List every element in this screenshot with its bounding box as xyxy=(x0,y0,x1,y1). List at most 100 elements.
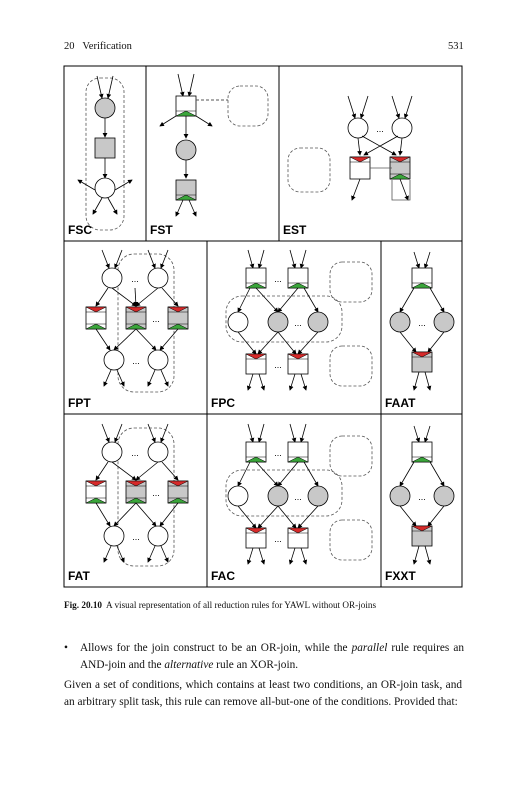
arc-arrow xyxy=(116,369,125,387)
rule-label-5: FAAT xyxy=(385,396,416,410)
bullet-emphasis-alternative: alternative xyxy=(164,659,214,671)
arc-arrow xyxy=(427,505,445,527)
arc-arrow xyxy=(429,461,445,487)
join-decorator xyxy=(411,525,433,532)
arc-arrow xyxy=(300,547,308,565)
arc-arrow xyxy=(101,423,110,443)
join-decorator xyxy=(85,480,107,487)
arc-arrow xyxy=(114,249,123,269)
join-decorator xyxy=(389,156,411,163)
condition-node xyxy=(147,441,169,463)
ellipsis-text: ... xyxy=(376,124,384,134)
arc-arrow xyxy=(257,505,279,529)
arc-arrow xyxy=(160,369,169,387)
dashed-region xyxy=(329,345,373,387)
condition-node xyxy=(389,485,411,507)
arc-arrow xyxy=(289,423,297,443)
bullet-text-1: Allows for the join construct to be an O… xyxy=(80,642,352,654)
arc-arrow xyxy=(423,251,431,269)
section-title: Verification xyxy=(82,41,132,52)
arc-arrow xyxy=(147,545,156,563)
condition-node xyxy=(101,441,123,463)
arc-arrow xyxy=(363,135,399,156)
arc-arrow xyxy=(257,249,265,269)
arc-arrow xyxy=(159,502,179,527)
arc-arrow xyxy=(111,461,137,481)
arc-arrow xyxy=(135,461,159,481)
arc-arrow xyxy=(399,461,415,487)
condition-node xyxy=(307,485,329,507)
figure-frame xyxy=(63,65,463,588)
arc-arrow xyxy=(188,199,197,217)
arc-arrow xyxy=(247,423,255,443)
arc-arrow xyxy=(187,73,195,97)
arc-arrow xyxy=(412,545,420,565)
arc-arrow xyxy=(159,328,179,351)
arc-arrow xyxy=(160,545,169,563)
arc-arrow xyxy=(429,287,445,313)
condition-node xyxy=(227,485,249,507)
condition-node xyxy=(101,267,123,289)
condition-node xyxy=(433,485,455,507)
arc-arrow xyxy=(347,95,357,119)
arc-arrow xyxy=(92,197,103,215)
bullet-text-3: rule an XOR-join. xyxy=(213,659,299,671)
arc-arrow xyxy=(195,115,213,127)
join-decorator xyxy=(167,480,189,487)
bullet-item: • Allows for the join construct to be an… xyxy=(64,640,464,674)
ellipsis-text: ... xyxy=(152,314,160,324)
rule-label-2: EST xyxy=(283,223,307,237)
ellipsis-text: ... xyxy=(131,274,139,284)
condition-node xyxy=(307,311,329,333)
arc-arrow xyxy=(303,461,319,487)
arc-arrow xyxy=(299,423,307,443)
arc-arrow xyxy=(289,249,297,269)
arc-arrow xyxy=(237,287,251,313)
arc-arrow xyxy=(300,373,308,391)
join-decorator xyxy=(85,306,107,313)
body-paragraph: Given a set of conditions, which contain… xyxy=(64,679,462,708)
ellipsis-text: ... xyxy=(274,274,282,284)
arc-arrow xyxy=(159,115,177,127)
arc-arrow xyxy=(113,502,137,527)
chapter-number: 20 xyxy=(64,41,75,52)
condition-node xyxy=(267,311,289,333)
arc-arrow xyxy=(413,251,421,269)
arc-arrow xyxy=(257,331,279,355)
arc-arrow xyxy=(237,331,257,355)
rule-label-3: FPT xyxy=(68,396,91,410)
arc-arrow xyxy=(103,545,112,563)
arc-arrow xyxy=(413,425,421,443)
rule-label-0: FSC xyxy=(68,223,92,237)
condition-node xyxy=(94,97,116,119)
arc-arrow xyxy=(351,178,361,201)
condition-node xyxy=(175,139,197,161)
arc-arrow xyxy=(246,373,254,391)
condition-node xyxy=(103,349,125,371)
dashed-region xyxy=(329,261,373,303)
dashed-region xyxy=(225,295,343,343)
ellipsis-text: ... xyxy=(274,448,282,458)
join-decorator xyxy=(411,351,433,358)
arc-arrow xyxy=(277,287,299,313)
arc-arrow xyxy=(147,369,156,387)
arc-arrow xyxy=(277,505,297,529)
rule-label-7: FAC xyxy=(211,569,235,583)
ellipsis-text: ... xyxy=(274,534,282,544)
join-decorator xyxy=(167,306,189,313)
bullet-marker: • xyxy=(64,642,68,654)
arc-arrow xyxy=(161,287,179,307)
condition-node xyxy=(227,311,249,333)
bullet-emphasis-parallel: parallel xyxy=(351,642,388,654)
arc-arrow xyxy=(424,371,432,391)
ellipsis-text: ... xyxy=(294,318,302,328)
arc-arrow xyxy=(303,287,319,313)
arc-arrow xyxy=(135,502,157,527)
condition-node xyxy=(391,117,413,139)
ellipsis-text: ... xyxy=(132,532,140,542)
bullet-text-2: rule requires an AND-join and the xyxy=(80,642,464,671)
ellipsis-text: ... xyxy=(152,488,160,498)
ellipsis-text: ... xyxy=(274,360,282,370)
dashed-region xyxy=(287,147,331,193)
state-link xyxy=(370,167,411,201)
